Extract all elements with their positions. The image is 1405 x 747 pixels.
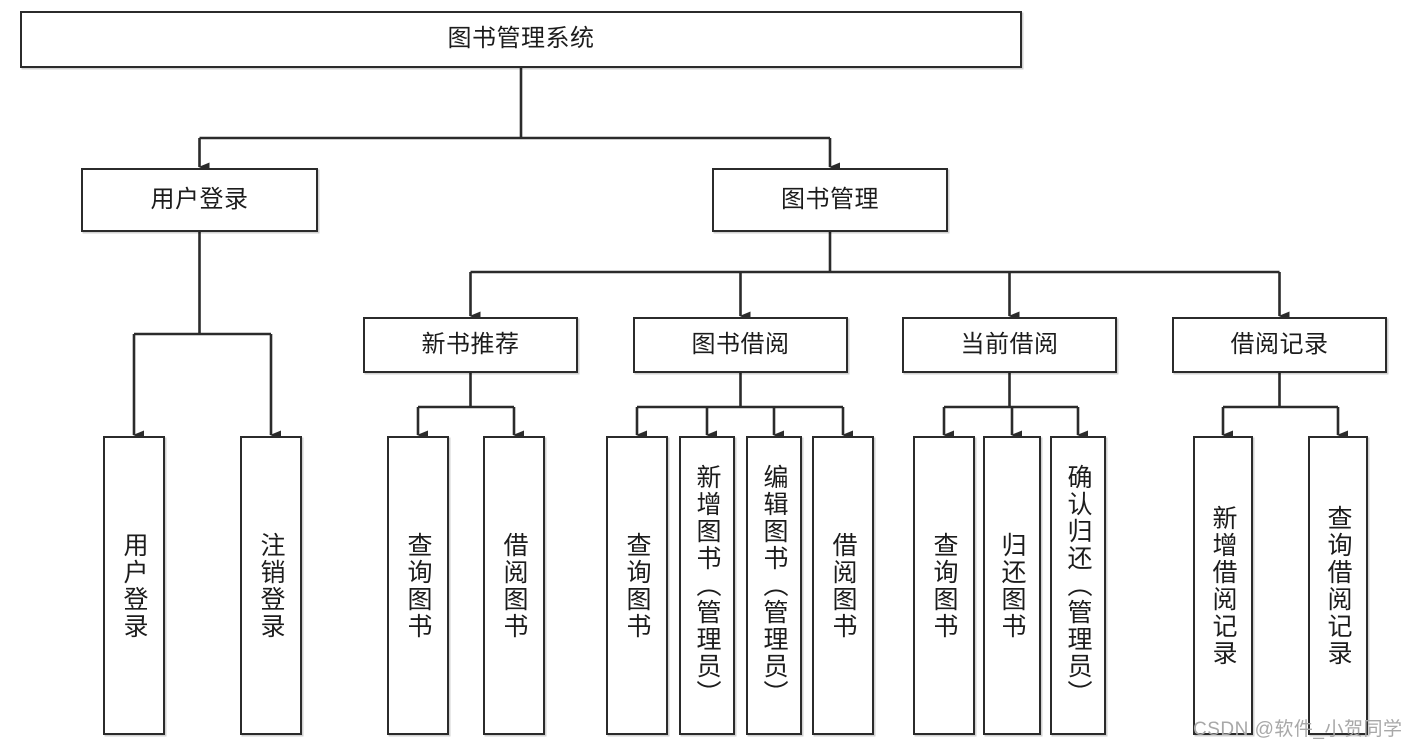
node-label: 注销登录 (257, 531, 285, 640)
node-leaf-query-record[interactable]: 查询借阅记录 (1308, 436, 1368, 735)
node-leaf-borrow-book[interactable]: 借阅图书 (812, 436, 874, 735)
node-label: 用户登录 (150, 185, 249, 213)
node-label: 图书借阅 (691, 330, 790, 358)
node-current-borrow[interactable]: 当前借阅 (902, 317, 1117, 373)
node-leaf-add-book[interactable]: 新增图书（管理员） (679, 436, 735, 735)
node-label: 确认归还（管理员） (1064, 464, 1092, 707)
node-label: 借阅图书 (829, 531, 857, 640)
node-label: 新增借阅记录 (1209, 504, 1237, 667)
node-label: 查询图书 (623, 531, 651, 640)
node-leaf-add-record[interactable]: 新增借阅记录 (1193, 436, 1253, 735)
node-label: 编辑图书（管理员） (760, 464, 788, 707)
node-label: 新增图书（管理员） (693, 464, 721, 707)
node-label: 查询图书 (404, 531, 432, 640)
node-label: 图书管理 (781, 185, 879, 213)
node-user-login[interactable]: 用户登录 (81, 168, 318, 232)
node-leaf-query-book-rec[interactable]: 查询图书 (387, 436, 449, 735)
node-label: 当前借阅 (960, 330, 1059, 358)
node-label: 归还图书 (998, 531, 1026, 640)
node-root[interactable]: 图书管理系统 (20, 11, 1022, 68)
node-leaf-return-book[interactable]: 归还图书 (983, 436, 1041, 735)
node-leaf-edit-book[interactable]: 编辑图书（管理员） (746, 436, 802, 735)
node-label: 用户登录 (120, 531, 148, 640)
node-label: 查询图书 (930, 531, 958, 640)
node-leaf-query-book-borrow[interactable]: 查询图书 (606, 436, 668, 735)
node-label: 借阅图书 (500, 531, 528, 640)
node-leaf-logout[interactable]: 注销登录 (240, 436, 302, 735)
node-leaf-query-book-cur[interactable]: 查询图书 (913, 436, 975, 735)
node-leaf-user-login[interactable]: 用户登录 (103, 436, 165, 735)
node-leaf-borrow-book-rec[interactable]: 借阅图书 (483, 436, 545, 735)
node-label: 新书推荐 (421, 330, 520, 358)
node-label: 图书管理系统 (447, 25, 595, 53)
node-label: 借阅记录 (1230, 330, 1329, 358)
node-new-book-rec[interactable]: 新书推荐 (363, 317, 578, 373)
node-borrow-record[interactable]: 借阅记录 (1172, 317, 1387, 373)
node-book-borrow[interactable]: 图书借阅 (633, 317, 848, 373)
node-leaf-confirm-return[interactable]: 确认归还（管理员） (1050, 436, 1106, 735)
node-label: 查询借阅记录 (1324, 504, 1352, 667)
node-book-manage[interactable]: 图书管理 (712, 168, 948, 232)
connector-lines (132, 68, 1348, 440)
